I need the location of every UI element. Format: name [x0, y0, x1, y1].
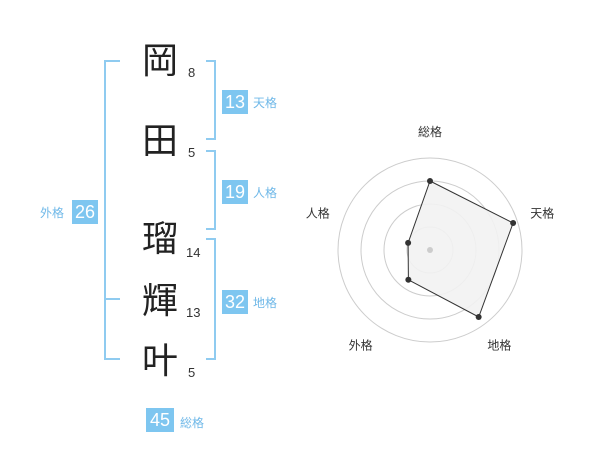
- gaikaku-bracket-top: [104, 60, 120, 62]
- radar-ring-4: [337, 157, 523, 343]
- name-char-2: 田: [141, 121, 178, 162]
- soukaku-score: 45: [146, 408, 174, 432]
- tenkaku-score: 13: [222, 90, 248, 114]
- chikaku-bracket-line: [214, 238, 216, 360]
- soukaku-label: 総格: [180, 416, 205, 430]
- chikaku-score: 32: [222, 290, 248, 314]
- stroke-count-3: 14: [186, 245, 201, 260]
- jinkaku-score: 19: [222, 180, 248, 204]
- radar-series-polygon: [407, 180, 514, 318]
- name-char-3: 瑠: [141, 219, 178, 260]
- tenkaku-bracket-top: [206, 60, 216, 62]
- radar-axis-label-3: 地格: [487, 338, 511, 353]
- stroke-count-5: 5: [188, 365, 196, 380]
- radar-center-dot: [427, 247, 433, 253]
- radar-point-4: [405, 276, 412, 283]
- gaikaku-bracket-mid: [104, 298, 120, 300]
- tenkaku-bracket-line: [214, 60, 216, 140]
- chikaku-bracket-bottom: [206, 358, 216, 360]
- name-char-5: 叶: [141, 341, 178, 382]
- radar-point-2: [510, 219, 517, 226]
- radar-point-3: [475, 313, 482, 320]
- stroke-count-2: 5: [188, 145, 196, 160]
- gaikaku-score: 26: [72, 200, 98, 224]
- radar-axis-label-2: 天格: [530, 206, 554, 221]
- chikaku-bracket-top: [206, 238, 216, 240]
- jinkaku-bracket-top: [206, 150, 216, 152]
- gaikaku-bracket-bottom: [104, 358, 120, 360]
- tenkaku-label: 天格: [253, 96, 278, 110]
- chikaku-label: 地格: [253, 296, 278, 310]
- jinkaku-label: 人格: [253, 186, 278, 200]
- radar-point-5: [405, 239, 412, 246]
- name-char-4: 輝: [141, 281, 178, 322]
- jinkaku-bracket-line: [214, 150, 216, 230]
- radar-axis-label-4: 外格: [349, 338, 373, 353]
- radar-axis-label-1: 総格: [418, 124, 442, 139]
- tenkaku-bracket-bottom: [206, 138, 216, 140]
- gaikaku-label: 外格: [40, 206, 65, 220]
- stroke-count-1: 8: [188, 65, 196, 80]
- gaikaku-bracket-line: [104, 60, 106, 360]
- name-char-1: 岡: [141, 41, 178, 82]
- radar-point-1: [427, 178, 433, 184]
- jinkaku-bracket-bottom: [206, 228, 216, 230]
- radar-axis-label-5: 人格: [306, 206, 330, 221]
- stroke-count-4: 13: [186, 305, 201, 320]
